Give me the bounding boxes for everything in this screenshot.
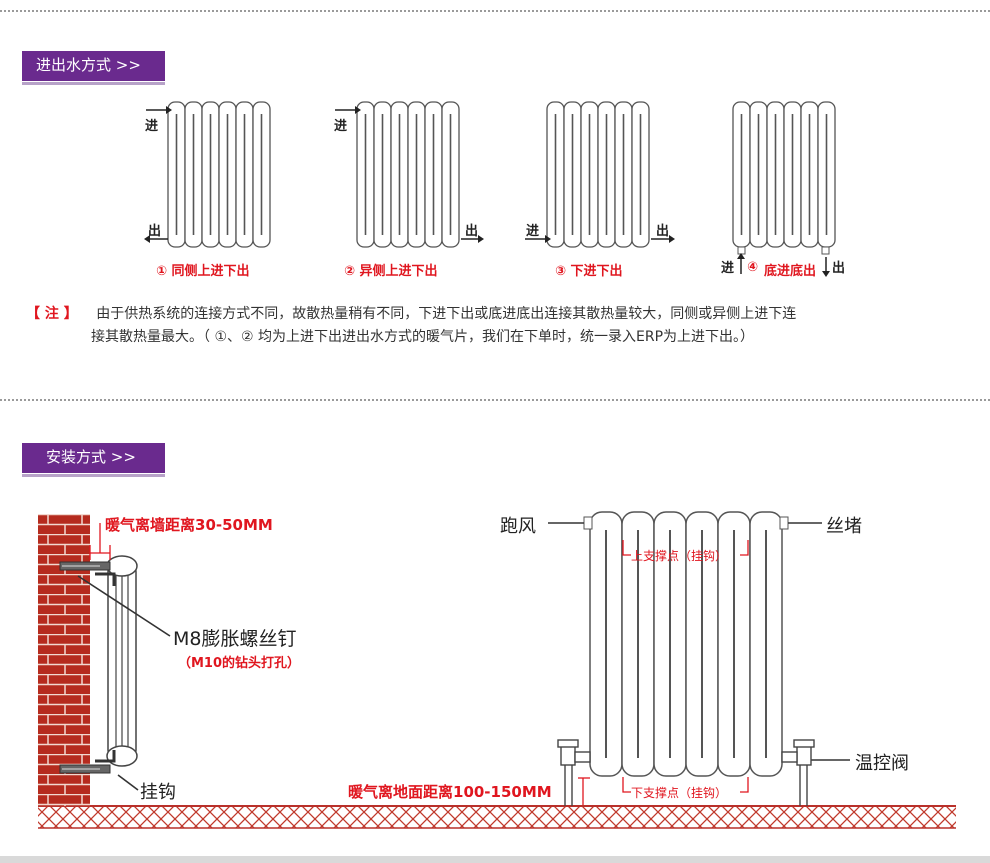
bolt-label: M8膨胀螺丝钉 bbox=[173, 628, 297, 650]
label-out-1: 出 bbox=[148, 224, 162, 239]
diagram-2 bbox=[335, 101, 484, 248]
plug-label: 丝堵 bbox=[826, 516, 862, 537]
brick-wall bbox=[38, 514, 90, 806]
label-in-4: 进 bbox=[721, 261, 735, 276]
lower-support-label: 下支撑点（挂钩） bbox=[631, 786, 728, 800]
note-block: 【 注 】 由于供热系统的连接方式不同，故散热量稍有不同，下进下出或底进底出连接… bbox=[26, 303, 926, 349]
front-radiator bbox=[548, 511, 850, 806]
label-in-3: 进 bbox=[526, 224, 540, 239]
caption-3: ③ 下进下出 bbox=[555, 264, 623, 279]
bottom-bar bbox=[0, 856, 990, 863]
label-in-2: 进 bbox=[334, 119, 348, 134]
note-key: 【 注 】 bbox=[26, 306, 78, 322]
note-text-1: 由于供热系统的连接方式不同，故散热量稍有不同，下进下出或底进底出连接其散热量较大… bbox=[96, 306, 797, 322]
top-divider bbox=[0, 10, 990, 12]
flow-diagrams bbox=[144, 101, 836, 277]
side-radiator bbox=[59, 523, 171, 791]
vent-label: 跑风 bbox=[500, 516, 536, 537]
label-in-1: 进 bbox=[145, 119, 159, 134]
diagram-3 bbox=[525, 101, 675, 248]
floor bbox=[38, 805, 956, 829]
section-title-water-flow: 进出水方式 >> bbox=[22, 51, 165, 85]
section-title-text-2: 安装方式 >> bbox=[46, 448, 136, 466]
note-line-1: 【 注 】 由于供热系统的连接方式不同，故散热量稍有不同，下进下出或底进底出连接… bbox=[26, 303, 926, 326]
section-title-installation: 安装方式 >> bbox=[22, 443, 165, 477]
diagram-4 bbox=[732, 101, 836, 277]
hook-label: 挂钩 bbox=[140, 782, 176, 803]
wall-distance-label: 暖气离墙距离30-50MM bbox=[105, 516, 273, 534]
label-out-4: 出 bbox=[832, 261, 846, 276]
caption-4-text: 底进底出 bbox=[764, 264, 817, 279]
caption-4-number: ④ bbox=[747, 260, 759, 275]
bolt-note-label: （M10的钻头打孔） bbox=[178, 656, 301, 671]
label-out-3: 出 bbox=[656, 224, 670, 239]
caption-2: ② 异侧上进下出 bbox=[344, 264, 438, 279]
section-title-text: 进出水方式 >> bbox=[36, 56, 141, 74]
note-line-2: 接其散热量最大。（ ①、② 均为上进下出进出水方式的暖气片，我们在下单时，统一录… bbox=[26, 326, 926, 349]
upper-support-label: 上支撑点（挂钩） bbox=[631, 549, 728, 563]
note-text-2: 接其散热量最大。（ ①、② 均为上进下出进出水方式的暖气片，我们在下单时，统一录… bbox=[91, 329, 755, 345]
label-out-2: 出 bbox=[465, 224, 479, 239]
middle-divider bbox=[0, 399, 990, 401]
caption-1: ① 同侧上进下出 bbox=[156, 264, 250, 279]
floor-distance-label: 暖气离地面距离100-150MM bbox=[348, 783, 552, 801]
valve-label: 温控阀 bbox=[855, 753, 909, 774]
diagram-1 bbox=[144, 101, 271, 248]
